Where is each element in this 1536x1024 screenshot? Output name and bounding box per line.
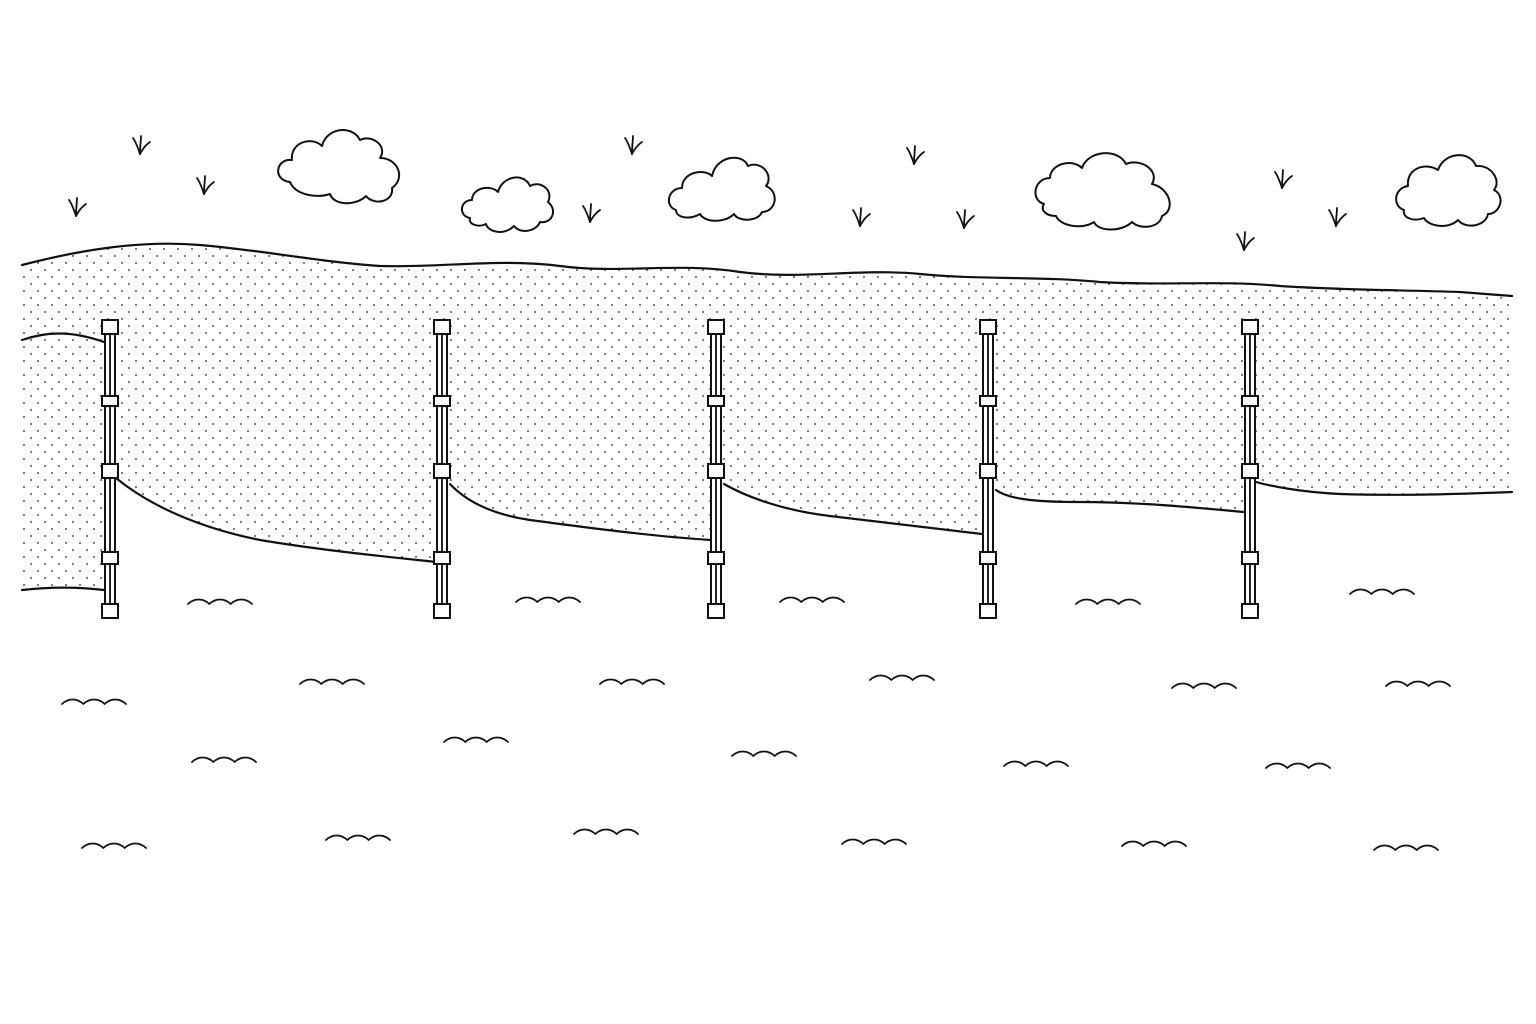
grass-tufts <box>68 135 1347 251</box>
fence-posts <box>101 319 1259 619</box>
water-ripple <box>1349 588 1415 595</box>
sand-top-edge <box>20 242 1514 298</box>
net-line-3 <box>722 482 984 536</box>
water-ripple <box>1121 840 1187 847</box>
water-ripple <box>515 596 581 603</box>
water-ripple <box>191 756 257 763</box>
water-ripple <box>1373 844 1439 851</box>
clouds <box>277 129 1502 233</box>
grass-tuft <box>624 135 643 155</box>
sand-bottom-edge <box>20 586 106 592</box>
water-ripple <box>1171 682 1237 689</box>
cloud-5 <box>1395 154 1502 227</box>
water-ripple <box>1075 598 1141 605</box>
net-line-4 <box>994 488 1246 514</box>
water-ripple <box>325 834 391 841</box>
grass-tuft <box>196 175 215 195</box>
water-ripple <box>573 828 639 835</box>
cloud-3 <box>667 156 776 222</box>
net-line-1 <box>114 476 438 564</box>
fence-post-3 <box>707 319 725 619</box>
net-line-5 <box>1254 480 1514 496</box>
cloud-1 <box>277 129 401 205</box>
water-ripple <box>869 674 935 681</box>
grass-tuft <box>582 203 601 223</box>
dune-line <box>20 332 106 344</box>
water-ripple <box>187 598 253 605</box>
grass-tuft <box>1274 169 1293 189</box>
fence-post-4 <box>979 319 997 619</box>
water-ripples <box>61 588 1451 851</box>
water-ripple <box>779 596 845 603</box>
cloud-4 <box>1034 152 1171 231</box>
water-ripple <box>599 678 665 685</box>
water-ripple <box>61 698 127 705</box>
grass-tuft <box>956 209 975 229</box>
grass-tuft <box>852 207 871 227</box>
water-ripple <box>299 678 365 685</box>
sand-band <box>22 243 1512 591</box>
cloud-2 <box>461 176 555 233</box>
water-ripple <box>443 736 509 743</box>
grass-tuft <box>132 135 151 155</box>
water-ripple <box>841 838 907 845</box>
water-ripple <box>1265 762 1331 769</box>
grass-tuft <box>68 197 87 217</box>
water-ripple <box>81 842 147 849</box>
water-ripple <box>731 750 797 757</box>
water-ripple <box>1003 760 1069 767</box>
fence-post-1 <box>101 319 119 619</box>
grass-tuft <box>1236 231 1255 251</box>
fence-post-5 <box>1241 319 1259 619</box>
net-line-2 <box>448 482 712 542</box>
grass-tuft <box>906 145 925 165</box>
water-ripple <box>1385 680 1451 687</box>
grass-tuft <box>1328 207 1347 227</box>
fence-post-2 <box>433 319 451 619</box>
